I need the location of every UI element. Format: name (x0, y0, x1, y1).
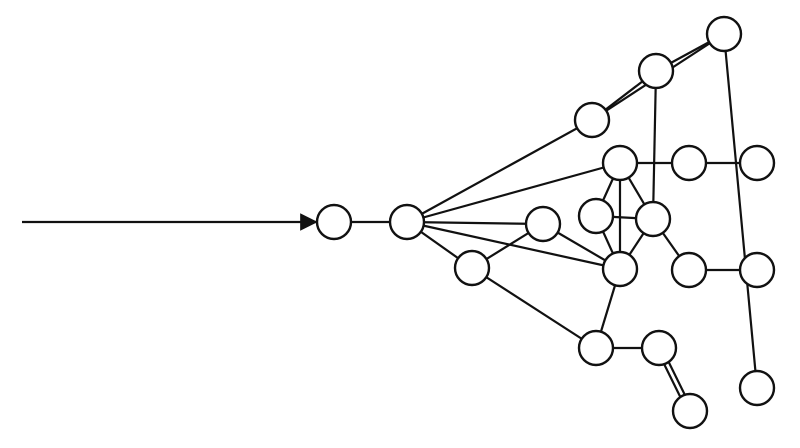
graph-node-n3 (453, 249, 491, 287)
edge-n11-n12 (651, 70, 658, 220)
graph-node-n15 (738, 144, 776, 182)
graph-node-n20 (738, 251, 776, 289)
graph-node-n11 (634, 200, 672, 238)
graph-node-n6 (601, 144, 639, 182)
graph-node-n13 (705, 15, 743, 53)
graph-node-n1 (315, 203, 353, 241)
graph-node-n19 (738, 369, 776, 407)
graph-node-n16 (640, 329, 678, 367)
graph-node-n2 (388, 203, 426, 241)
edge-n2-n5 (406, 119, 593, 223)
nodes-layer (315, 15, 776, 430)
graph-node-n18 (671, 392, 709, 430)
edge-n13-n19 (722, 33, 759, 389)
graph-node-n7 (524, 205, 562, 243)
edge-n3-n9 (471, 267, 597, 349)
graph-node-n17 (670, 251, 708, 289)
graph-node-n12 (637, 52, 675, 90)
graph-node-n10 (577, 197, 615, 235)
graph-node-n5 (573, 101, 611, 139)
edge-n2-n7 (406, 220, 544, 226)
edge-n2-n8 (406, 220, 621, 271)
graph-node-n14 (670, 144, 708, 182)
graph-node-n9 (577, 329, 615, 367)
graph-node-n8 (601, 250, 639, 288)
edge-n2-n6 (406, 161, 621, 224)
